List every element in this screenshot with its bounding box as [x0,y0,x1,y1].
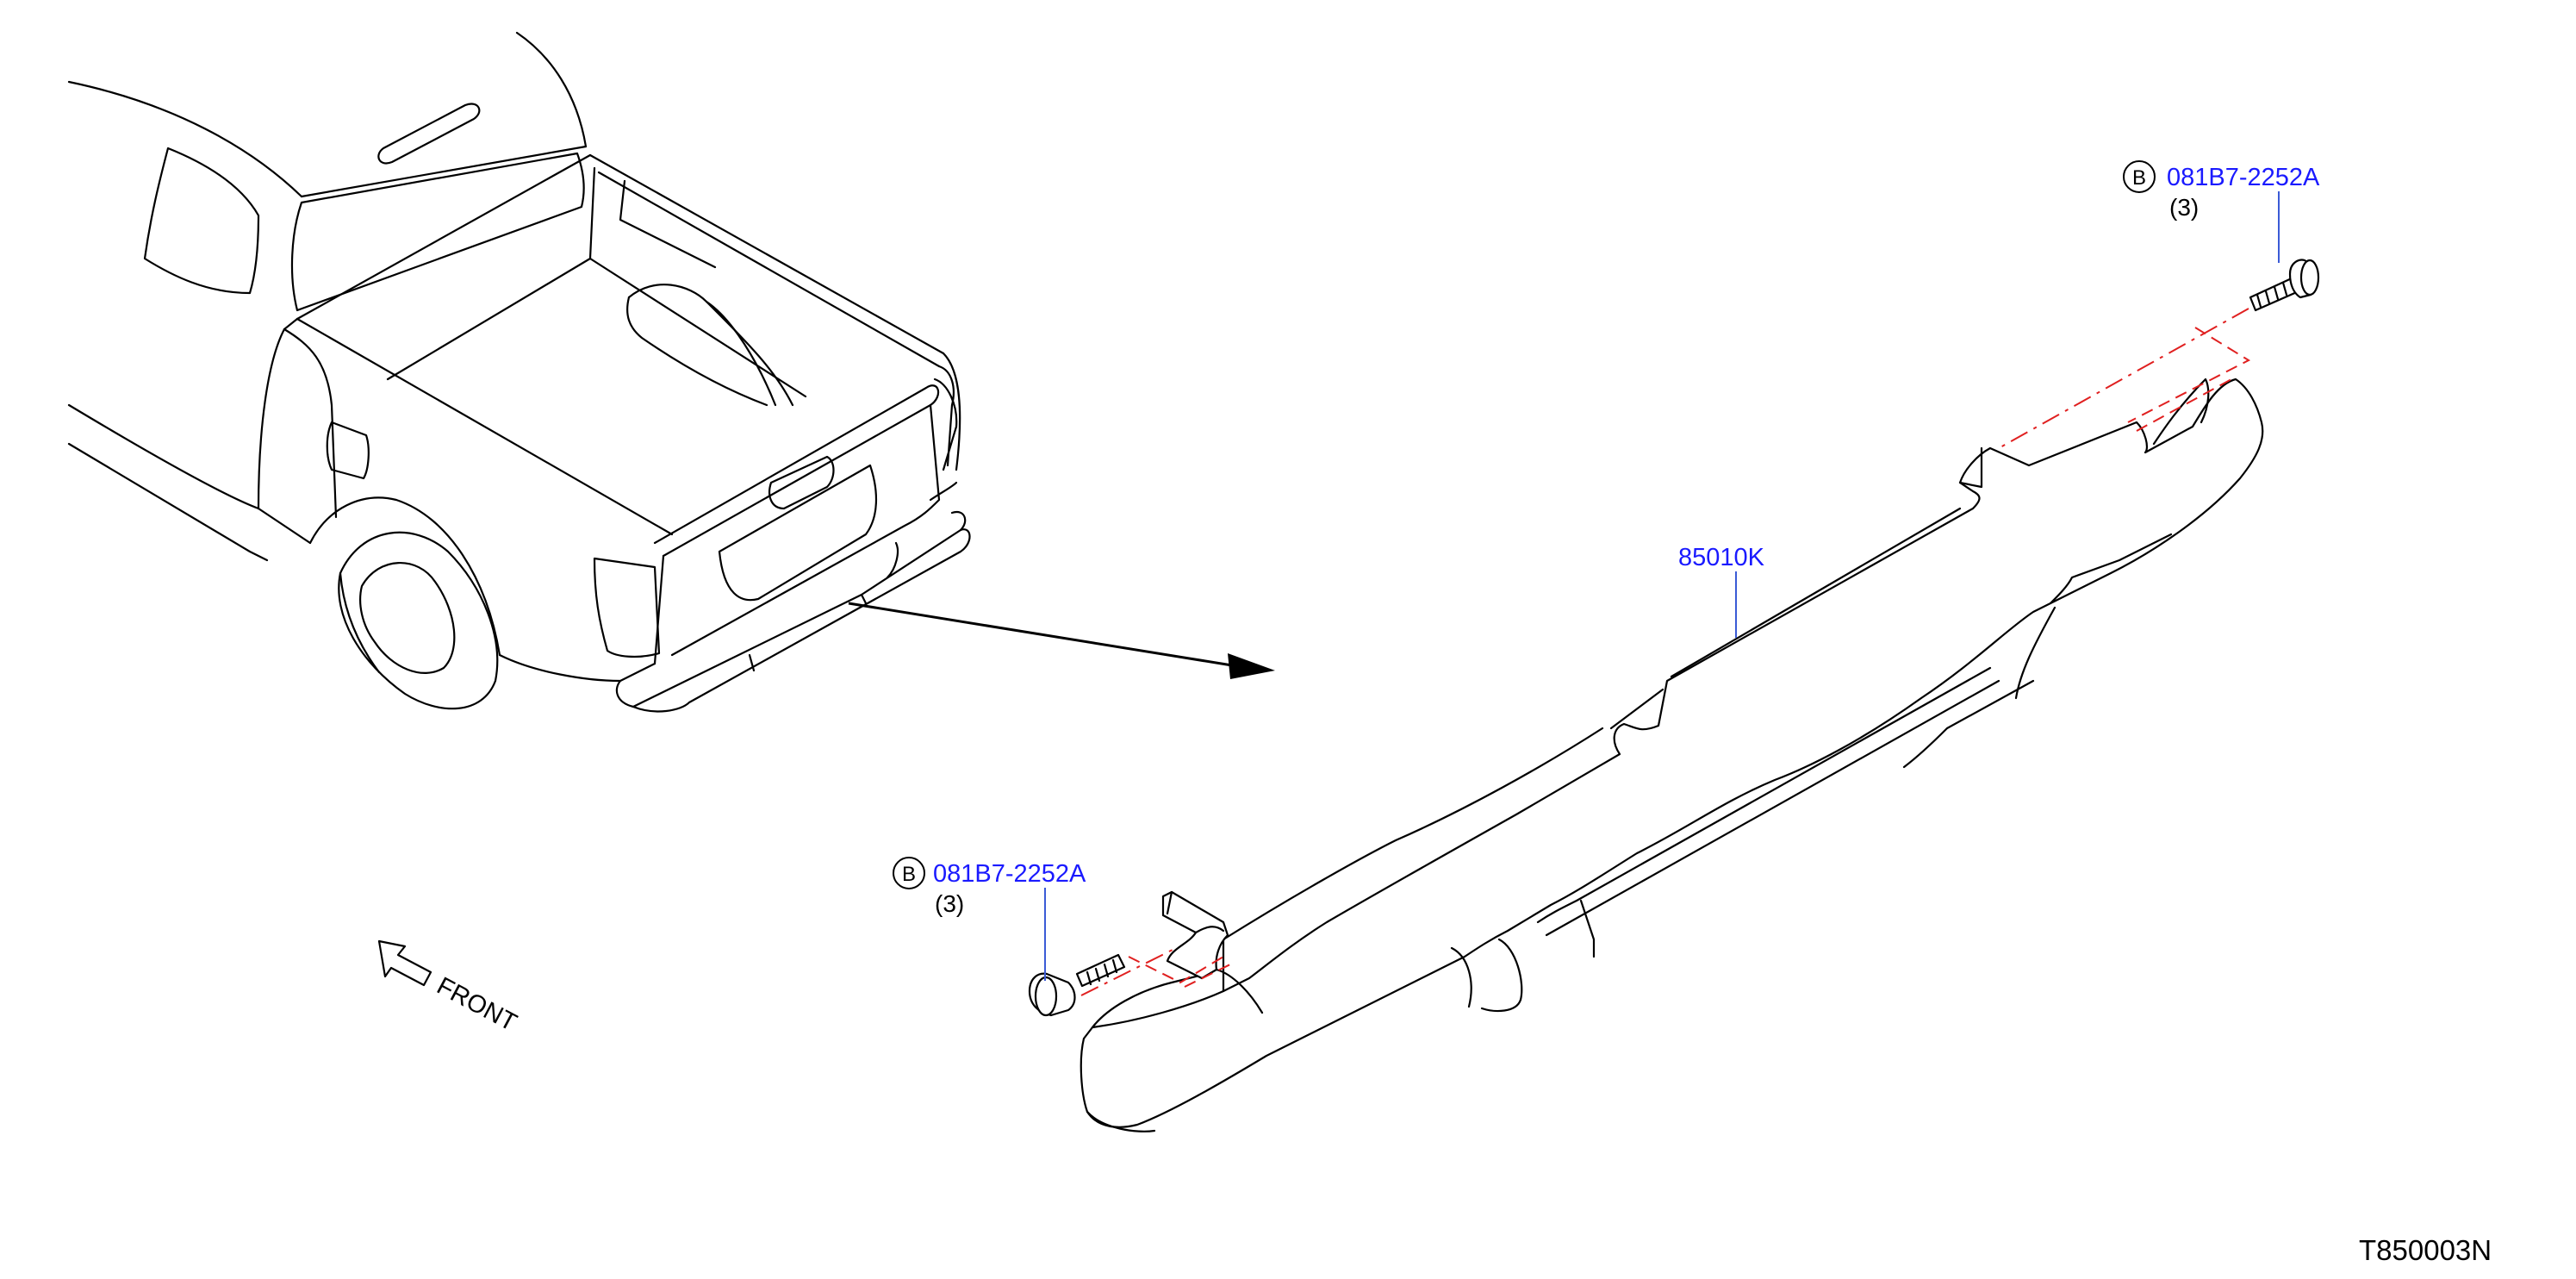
reference-marker-circle [893,857,925,889]
reference-marker-letter: B [2132,166,2146,190]
right-bolt-quantity: (3) [2169,194,2199,221]
figure-id: T850003N [2359,1234,2492,1266]
left-bolt-quantity: (3) [935,890,964,917]
reference-marker-letter: B [902,863,916,886]
rear-bumper-assembly [1080,377,2264,1132]
front-arrow-icon [377,939,432,987]
bumper-part-number[interactable]: 85010K [1678,544,1765,571]
left-bolt-part-number[interactable]: 081B7-2252A [933,860,1086,888]
install-path-left [1080,947,1233,996]
reference-marker-circle [2123,160,2156,193]
pickup-truck-illustration [67,31,971,713]
bolt-icon [1028,953,1126,1017]
right-bolt-part-number[interactable]: 081B7-2252A [2167,164,2320,191]
bolt-icon [2249,259,2320,312]
left-bolt-callout[interactable]: B 081B7-2252A (3) [893,857,1086,917]
install-path-right [1998,308,2251,449]
detail-callout-arrow [848,602,1275,679]
front-direction-label: FRONT [432,972,521,1037]
right-bolt-callout[interactable]: B 081B7-2252A (3) [2123,160,2320,221]
